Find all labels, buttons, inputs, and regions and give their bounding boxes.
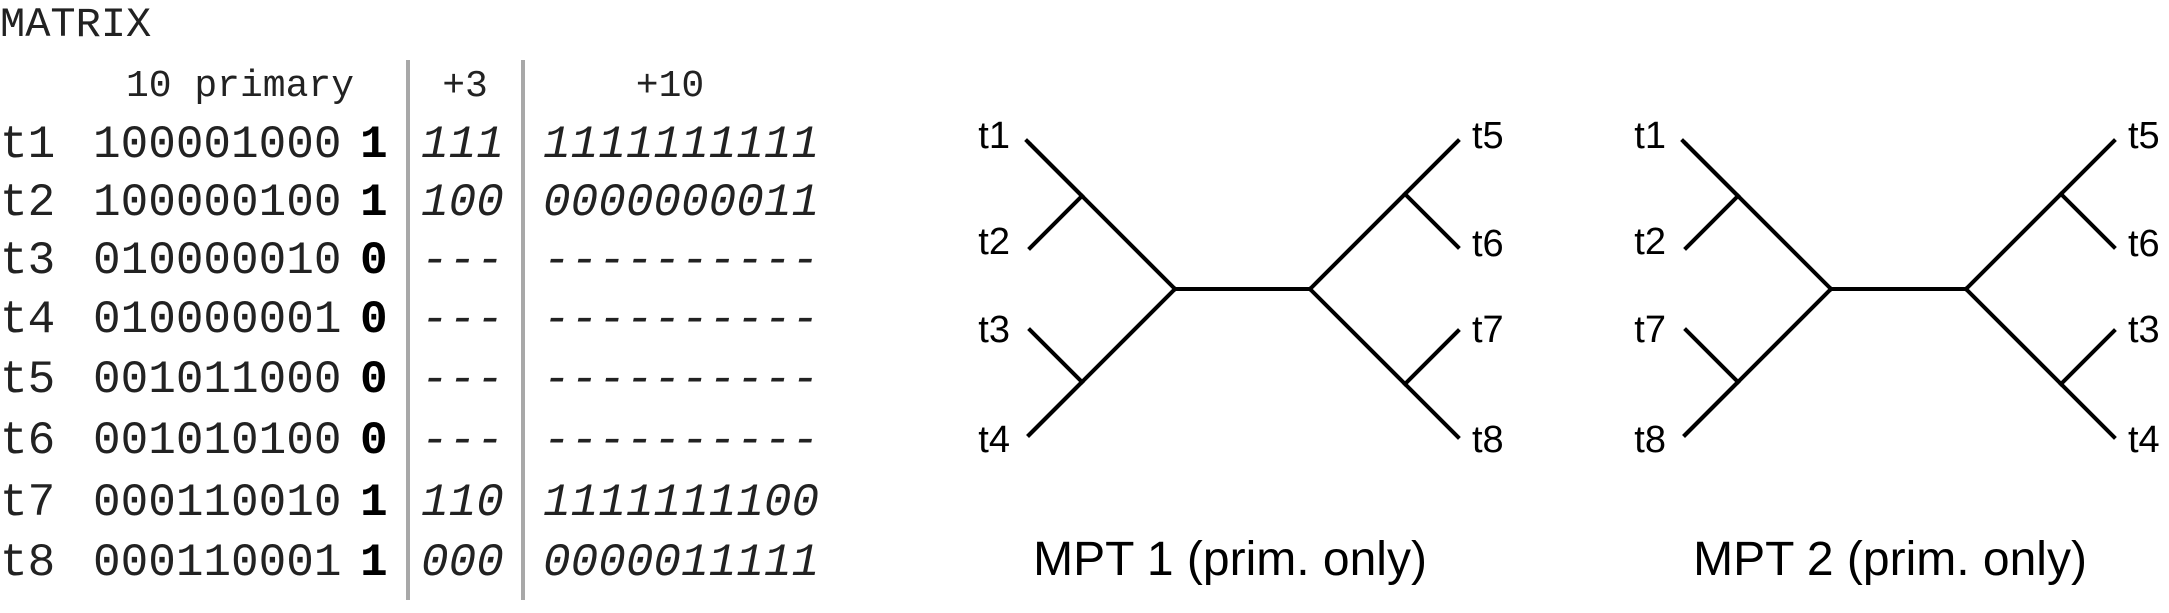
tree-branch-right-upper-side-branch (1402, 191, 1461, 250)
tree-leaf-label: t5 (2128, 115, 2160, 157)
row-taxon: t5 (0, 354, 56, 406)
row-primary-last: 0 (360, 294, 388, 346)
tree-branch-right-lower-side-branch (1402, 328, 1461, 387)
row-primary-last: 1 (360, 537, 388, 589)
tree-branch-left-lower-tip-branch (1682, 379, 1741, 438)
row-primary: 100001000 (93, 119, 342, 171)
tree-branch-right-upper-stem (1963, 138, 2117, 292)
tree-branch-right-upper-side-branch (2058, 191, 2117, 250)
tree-leaf-label: t4 (2128, 419, 2160, 461)
tree-leaf-label: t3 (2128, 309, 2160, 351)
row-plus3: 000 (421, 537, 504, 589)
row-plus3: --- (421, 235, 504, 287)
row-taxon: t6 (0, 415, 56, 467)
row-plus3: --- (421, 415, 504, 467)
row-primary-last: 1 (360, 477, 388, 529)
tree-mpt1 (1024, 138, 1461, 440)
tree-leaf-label: t7 (1472, 309, 1504, 351)
tree-branch-left-lower-tip-branch (1026, 379, 1085, 438)
tree-branch-left-upper-tip-branch (1028, 142, 1085, 199)
tree-leaf-label: t1 (1634, 115, 1666, 157)
tree-leaf-label: t5 (1472, 115, 1504, 157)
row-taxon: t7 (0, 477, 56, 529)
divider-primary (406, 60, 410, 600)
row-plus3: 110 (421, 477, 504, 529)
tree-leaf-label: t4 (978, 419, 1010, 461)
row-primary: 010000010 (93, 235, 342, 287)
tree-branch-right-lower-stem (1307, 286, 1461, 440)
row-taxon: t8 (0, 537, 56, 589)
row-plus10: ---------- (543, 354, 820, 406)
row-primary-last: 0 (360, 235, 388, 287)
row-plus10: 0000000011 (543, 177, 820, 229)
divider-plus3 (521, 60, 525, 600)
row-primary: 001011000 (93, 354, 342, 406)
row-taxon: t3 (0, 235, 56, 287)
row-primary-last: 0 (360, 415, 388, 467)
header-plus10: +10 (635, 65, 705, 108)
tree-leaf-label: t6 (2128, 223, 2160, 265)
row-plus10: 1111111100 (543, 477, 820, 529)
tree-branch-right-lower-side-branch (2058, 328, 2117, 387)
tree-leaf-label: t2 (1634, 221, 1666, 263)
tree-branch-left-upper-side-branch (1027, 193, 1085, 251)
row-primary: 100000100 (93, 177, 342, 229)
matrix-title: MATRIX (0, 1, 152, 49)
tree-title-mpt2: MPT 2 (prim. only) (1693, 533, 2087, 586)
row-plus3: 100 (421, 177, 504, 229)
row-taxon: t4 (0, 294, 56, 346)
row-plus10: ---------- (543, 235, 820, 287)
row-plus10: ---------- (543, 294, 820, 346)
tree-branch-left-upper-tip-branch (1684, 142, 1741, 199)
row-plus10: 0000011111 (543, 537, 820, 589)
row-primary: 001010100 (93, 415, 342, 467)
header-plus3: +3 (442, 65, 488, 108)
row-plus3: --- (421, 354, 504, 406)
tree-leaf-label: t2 (978, 221, 1010, 263)
tree-leaf-label: t1 (978, 115, 1010, 157)
header-primary: 10 primary (125, 65, 355, 108)
row-plus10: 1111111111 (543, 119, 820, 171)
row-primary-last: 1 (360, 177, 388, 229)
tree-leaf-label: t6 (1472, 223, 1504, 265)
tree-leaf-label: t7 (1634, 309, 1666, 351)
row-primary-last: 0 (360, 354, 388, 406)
tree-branch-right-upper-stem (1307, 138, 1461, 292)
tree-leaf-label: t3 (978, 309, 1010, 351)
tree-branch-left-upper-stem-tip (1680, 138, 1688, 146)
tree-branch-right-lower-stem (1963, 286, 2117, 440)
tree-leaf-label: t8 (1472, 419, 1504, 461)
row-plus3: 111 (421, 119, 504, 171)
tree-title-mpt1: MPT 1 (prim. only) (1033, 533, 1427, 586)
row-taxon: t2 (0, 177, 56, 229)
tree-branch-left-lower-side-branch (1027, 327, 1085, 385)
tree-branch-left-lower-side-branch (1683, 327, 1741, 385)
row-taxon: t1 (0, 119, 56, 171)
tree-branch-left-upper-stem-tip (1024, 138, 1032, 146)
row-plus3: --- (421, 294, 504, 346)
row-primary: 010000001 (93, 294, 342, 346)
row-primary: 000110001 (93, 537, 342, 589)
row-primary: 000110010 (93, 477, 342, 529)
tree-branch-left-upper-side-branch (1683, 193, 1741, 251)
row-primary-last: 1 (360, 119, 388, 171)
tree-leaf-label: t8 (1634, 419, 1666, 461)
tree-mpt2 (1680, 138, 2117, 440)
row-plus10: ---------- (543, 415, 820, 467)
